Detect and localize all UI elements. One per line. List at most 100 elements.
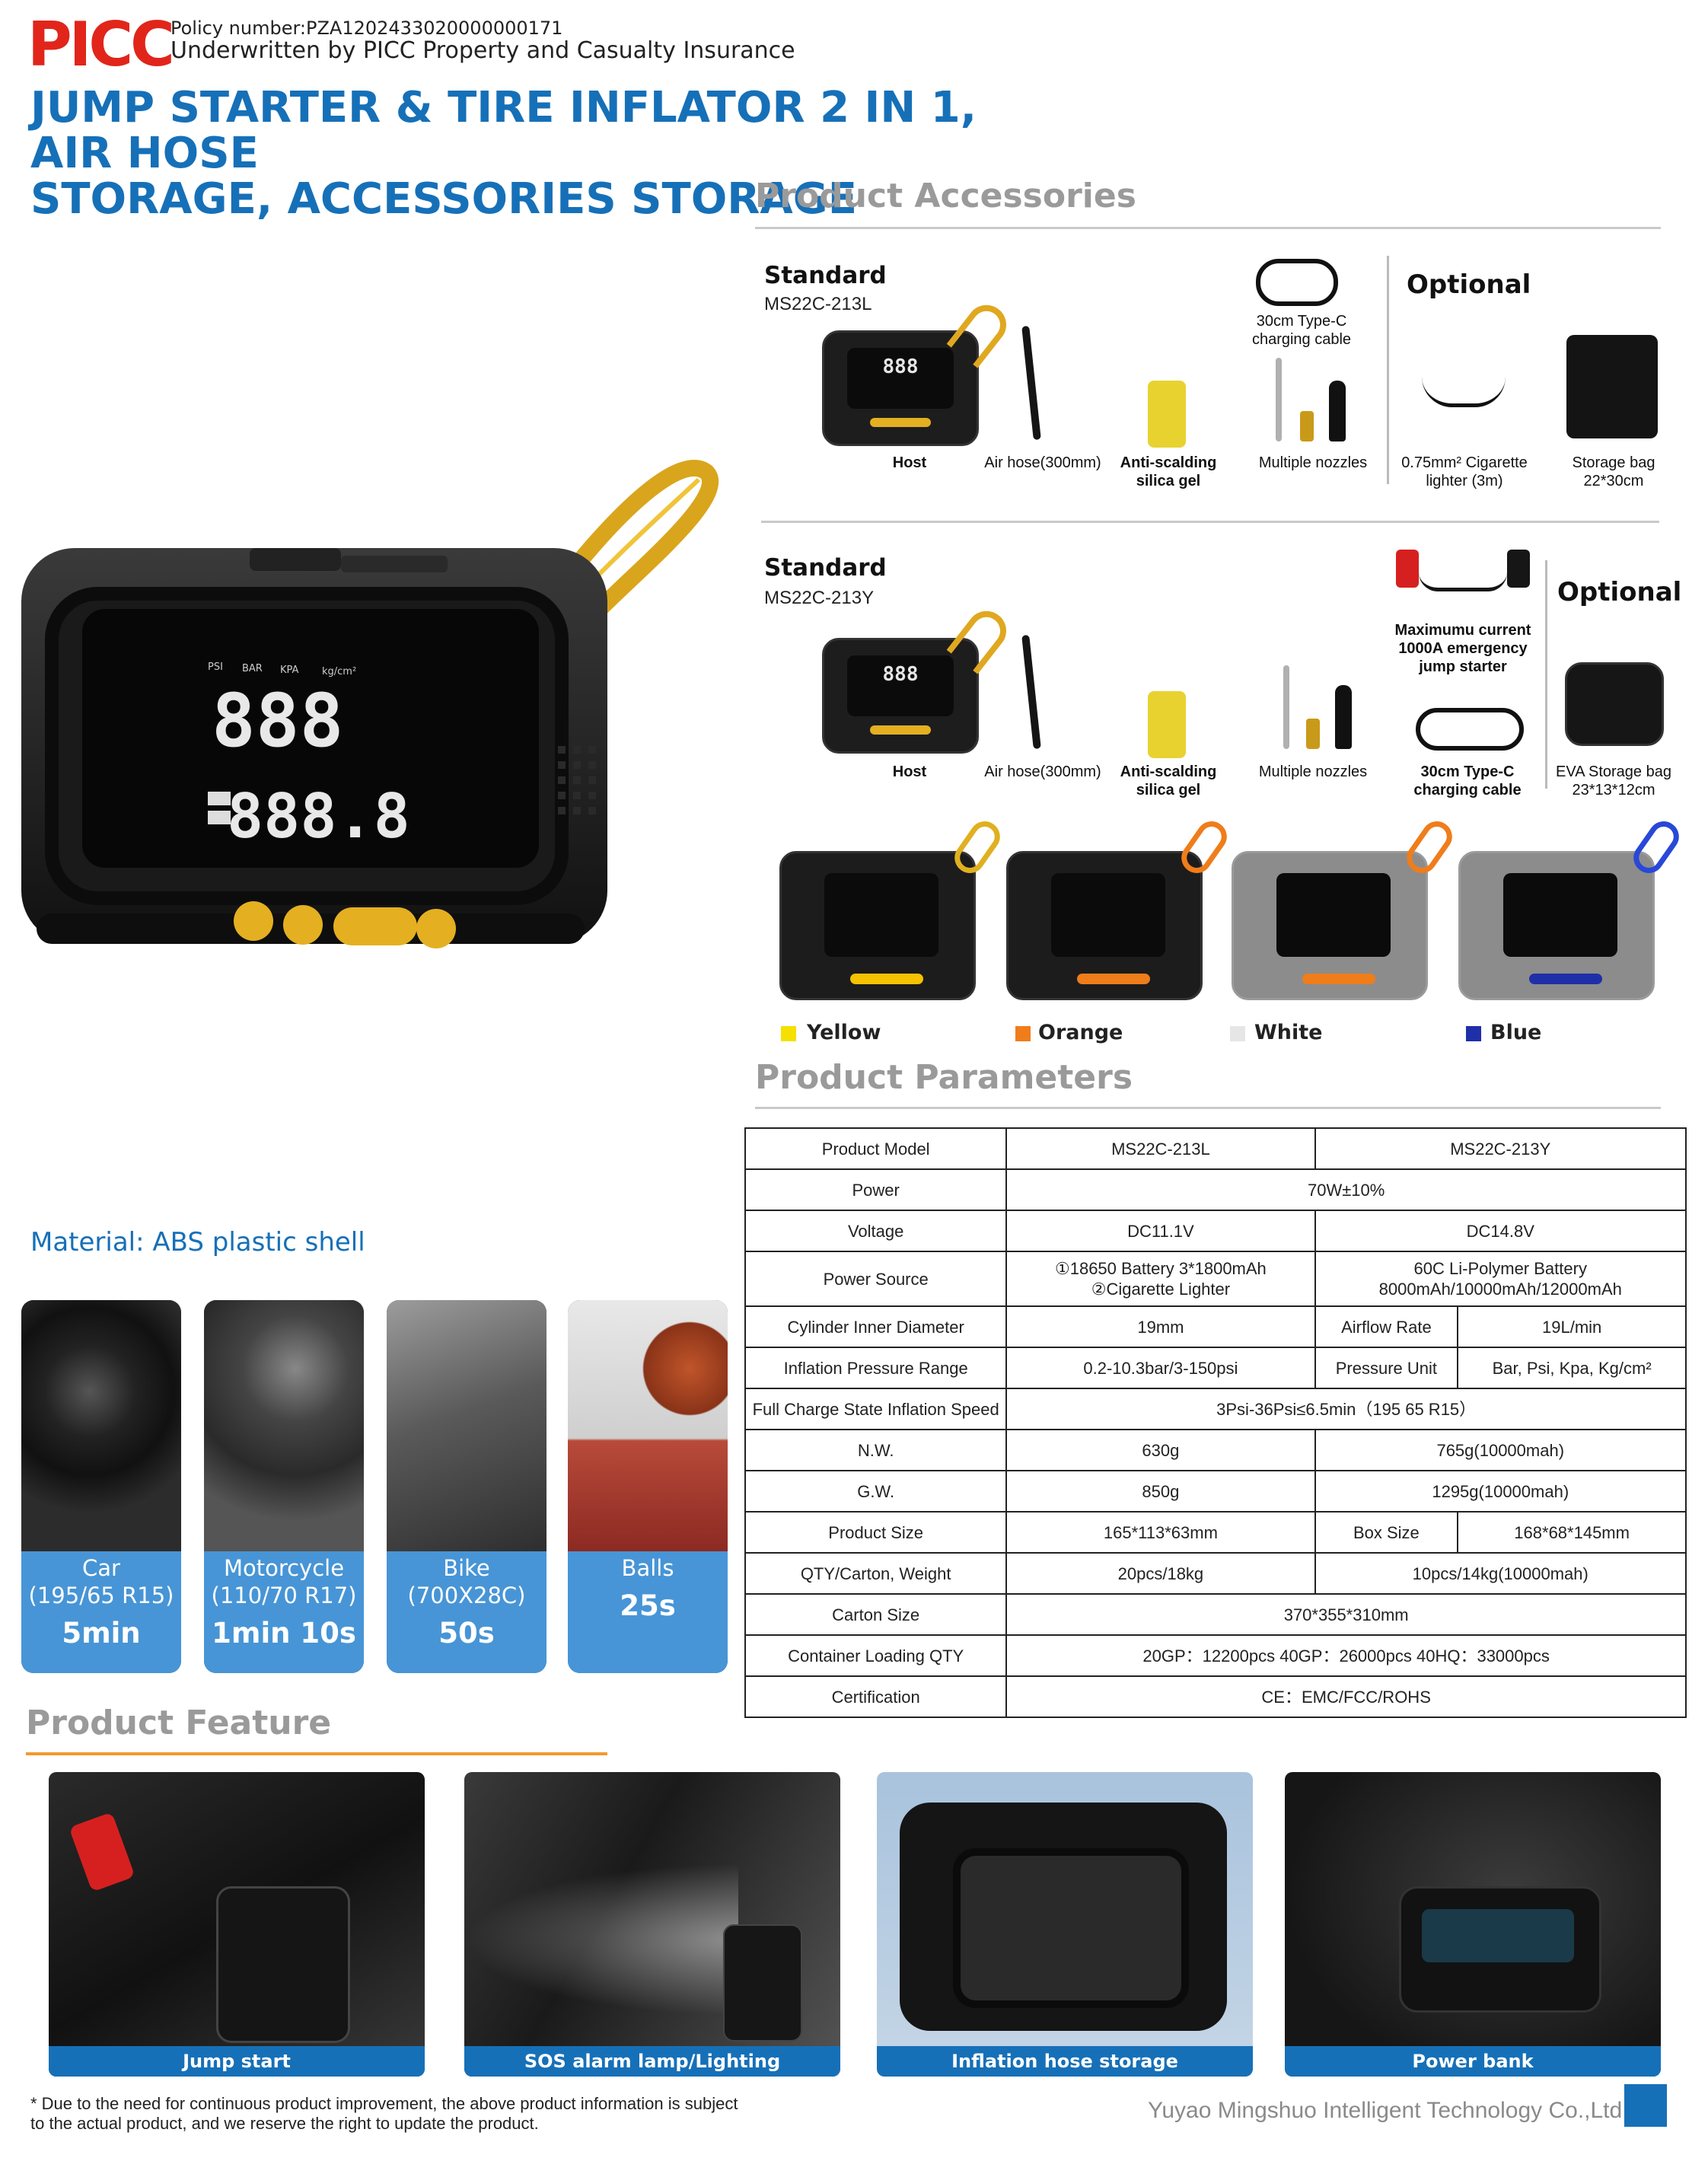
- row1-hose-caption: Air hose(300mm): [984, 454, 1101, 471]
- param-sub-label: Box Size: [1314, 1511, 1459, 1554]
- table-row: Product Size 165*113*63mm Box Size 168*6…: [744, 1511, 1687, 1554]
- param-value: 370*355*310mm: [1005, 1593, 1687, 1636]
- row2-cable-caption-2: charging cable: [1413, 782, 1522, 798]
- color-label-white: White: [1254, 1021, 1323, 1044]
- param-value: CE：EMC/FCC/ROHS: [1005, 1675, 1687, 1718]
- ball-photo: [568, 1300, 728, 1551]
- screen-label-bar: BAR: [242, 663, 263, 674]
- row1-bag-caption: Storage bag 22*30cm: [1553, 454, 1675, 490]
- accessories-title: Product Accessories: [755, 177, 1136, 215]
- param-label: Container Loading QTY: [744, 1634, 1008, 1677]
- row2-gel-caption-1: Anti-scalding: [1120, 763, 1217, 780]
- row2-nozzle-1: [1283, 665, 1289, 749]
- param-value-line: 8000mAh/10000mAh/12000mAh: [1378, 1280, 1622, 1299]
- features-title: Product Feature: [26, 1704, 332, 1742]
- accessories-rule: [755, 227, 1661, 229]
- row1-cable-caption-2: charging cable: [1251, 331, 1352, 348]
- jump-start-device: [216, 1886, 350, 2043]
- page-title-line1: JUMP STARTER & TIRE INFLATOR 2 IN 1, AIR…: [30, 83, 977, 178]
- row2-standard-label: Standard: [764, 554, 887, 582]
- param-value: 850g: [1005, 1470, 1316, 1513]
- row1-standard-label: Standard: [764, 262, 887, 289]
- color-label-blue: Blue: [1490, 1021, 1542, 1044]
- feature-jump-start: Jump start: [49, 1772, 425, 2077]
- row2-hose-image: [1021, 634, 1041, 750]
- param-value: Bar, Psi, Kpa, Kg/cm²: [1457, 1347, 1687, 1389]
- row1-gel-caption: Anti-scalding silica gel: [1119, 454, 1218, 490]
- row1-storage-bag-image: [1566, 335, 1658, 438]
- main-product-image: PSI BAR KPA kg/cm² 888 888.8: [21, 441, 752, 974]
- row2-divider: [1545, 560, 1547, 789]
- param-value: 20pcs/18kg: [1005, 1552, 1316, 1595]
- inflate-card-name: Bike: [443, 1555, 490, 1581]
- row1-gel-image: [1148, 381, 1186, 448]
- param-sub-label: Airflow Rate: [1314, 1305, 1459, 1348]
- row2-clamp-caption-1: Maximumu current: [1394, 622, 1531, 639]
- parameters-rule: [755, 1107, 1661, 1109]
- disclaimer-line2: to the actual product, and we reserve th…: [30, 2114, 539, 2133]
- inflate-card-bike-info: Bike (700X28C) 50s: [387, 1551, 546, 1673]
- param-label: G.W.: [744, 1470, 1008, 1513]
- param-value: MS22C-213Y: [1314, 1127, 1687, 1170]
- inflate-card-bike: Bike (700X28C) 50s: [387, 1300, 546, 1673]
- screen-label-psi: PSI: [208, 661, 223, 673]
- row1-gel-caption-1: Anti-scalding: [1120, 454, 1217, 471]
- param-value: MS22C-213L: [1005, 1127, 1316, 1170]
- table-row: Voltage DC11.1V DC14.8V: [744, 1210, 1687, 1252]
- param-value: 10pcs/14kg(10000mah): [1314, 1552, 1687, 1595]
- table-row: Carton Size 370*355*310mm: [744, 1593, 1687, 1636]
- inflate-card-balls: Balls 25s: [568, 1300, 728, 1673]
- color-variant-white-image: [1232, 851, 1428, 1000]
- param-value: 165*113*63mm: [1005, 1511, 1316, 1554]
- color-label-orange: Orange: [1038, 1021, 1123, 1044]
- row2-gel-caption: Anti-scalding silica gel: [1119, 763, 1218, 799]
- param-value: DC11.1V: [1005, 1210, 1316, 1252]
- feature-hose-storage: Inflation hose storage: [877, 1772, 1253, 2077]
- color-label-yellow: Yellow: [807, 1021, 881, 1044]
- inflate-card-time: 50s: [438, 1617, 495, 1650]
- parameters-table: Product Model MS22C-213L MS22C-213Y Powe…: [744, 1127, 1687, 1718]
- hose-storage-cavity: [953, 1848, 1189, 2008]
- table-row: Certification CE：EMC/FCC/ROHS: [744, 1675, 1687, 1718]
- inflate-card-spec: (110/70 R17): [211, 1583, 357, 1608]
- row2-nozzle-2: [1306, 719, 1320, 749]
- param-value-line: ②Cigarette Lighter: [1091, 1280, 1231, 1299]
- param-value: DC14.8V: [1314, 1210, 1687, 1252]
- screen-label-kgcm: kg/cm²: [322, 666, 356, 677]
- screen-digits-top: 888: [212, 678, 343, 763]
- feature-label: Inflation hose storage: [877, 2046, 1253, 2077]
- color-swatch-blue: [1466, 1026, 1481, 1041]
- plus-minus-button: [333, 907, 417, 945]
- feature-sos-lamp: SOS alarm lamp/Lighting: [464, 1772, 840, 2077]
- row1-cable-caption: 30cm Type-C charging cable: [1241, 312, 1362, 349]
- table-row: Cylinder Inner Diameter 19mm Airflow Rat…: [744, 1305, 1687, 1348]
- screen-label-kpa: KPA: [280, 665, 299, 676]
- param-value-line: 60C Li-Polymer Battery: [1413, 1259, 1587, 1278]
- row2-clamp-image: [1396, 542, 1530, 598]
- row1-gel-caption-2: silica gel: [1136, 473, 1201, 489]
- page-title-line2: STORAGE, ACCESSORIES STORAGE: [30, 174, 857, 224]
- row1-hose-image: [1021, 325, 1041, 441]
- row1-bag-caption-2: 22*30cm: [1583, 473, 1644, 489]
- row2-clamp-caption: Maximumu current 1000A emergency jump st…: [1379, 621, 1547, 676]
- color-variant-orange-image: [1006, 851, 1203, 1000]
- param-label: Cylinder Inner Diameter: [744, 1305, 1008, 1348]
- param-value-line: ①18650 Battery 3*1800mAh: [1055, 1259, 1267, 1278]
- feature-label: Jump start: [49, 2046, 425, 2077]
- color-swatch-orange: [1015, 1026, 1031, 1041]
- parameters-title: Product Parameters: [755, 1058, 1133, 1097]
- row1-lighter-caption-2: lighter (3m): [1426, 473, 1503, 489]
- param-value: 70W±10%: [1005, 1168, 1687, 1211]
- row1-host-image: 888: [822, 330, 979, 446]
- inflate-card-car-info: Car (195/65 R15) 5min: [21, 1551, 181, 1673]
- param-value: 20GP：12200pcs 40GP：26000pcs 40HQ：33000pc…: [1005, 1634, 1687, 1677]
- row2-clamp-caption-3: jump starter: [1419, 658, 1507, 675]
- inflate-card-spec: (700X28C): [407, 1583, 526, 1608]
- param-value: 168*68*145mm: [1457, 1511, 1687, 1554]
- table-row: G.W. 850g 1295g(10000mah): [744, 1470, 1687, 1513]
- table-row: Power 70W±10%: [744, 1168, 1687, 1211]
- company-name: Yuyao Mingshuo Intelligent Technology Co…: [1148, 2098, 1623, 2123]
- row2-nozzles-caption: Multiple nozzles: [1258, 763, 1368, 780]
- row2-eva-caption: EVA Storage bag 23*13*12cm: [1547, 763, 1681, 799]
- mode-button: [283, 905, 323, 945]
